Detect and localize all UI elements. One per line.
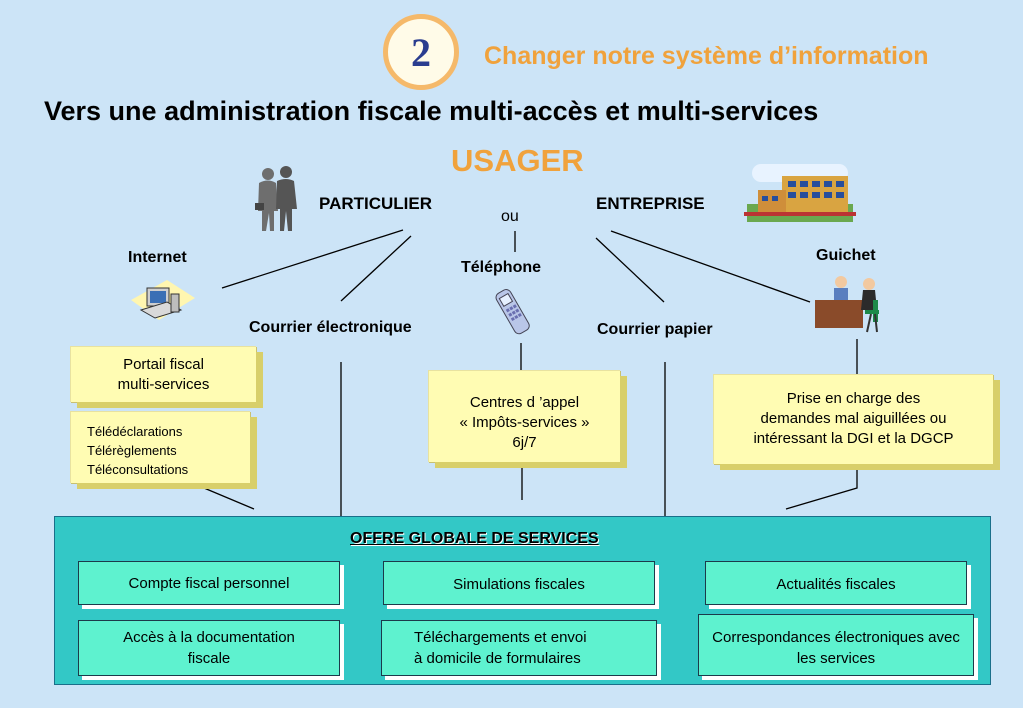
guichet-label: Guichet: [816, 247, 876, 264]
centres-appel-box: Centres d ’appel « Impôts-services » 6j/…: [428, 370, 620, 462]
portail-fiscal-box: Portail fiscal multi-services: [70, 346, 256, 402]
service-telechargements: Téléchargements et envoi à domicile de f…: [381, 620, 657, 676]
prise-line-1: Prise en charge des: [786, 390, 921, 407]
prise-en-charge-box: Prise en charge des demandes mal aiguill…: [713, 374, 993, 464]
office-building-icon: [744, 164, 856, 222]
line-entreprise-courrier: [595, 237, 665, 303]
service-label: fiscale: [187, 650, 231, 667]
business-people-icon: [255, 166, 297, 231]
teleservice-item: Téléconsultations: [87, 462, 189, 477]
step-number: 2: [411, 29, 431, 75]
mobile-phone-icon: [495, 289, 530, 335]
offre-globale-title: OFFRE GLOBALE DE SERVICES: [350, 530, 599, 547]
telephone-label: Téléphone: [461, 259, 542, 276]
service-compte-fiscal: Compte fiscal personnel: [78, 561, 340, 605]
portail-line-2: multi-services: [117, 376, 210, 393]
service-simulations: Simulations fiscales: [383, 561, 655, 605]
service-label: Compte fiscal personnel: [128, 574, 290, 592]
courrier-papier-label: Courrier papier: [597, 321, 713, 338]
service-label: Accès à la documentation: [123, 629, 295, 646]
courrier-electronique-label: Courrier électronique: [249, 319, 412, 336]
teleservice-item: Télédéclarations: [87, 424, 183, 439]
centres-line-1: Centres d ’appel: [469, 394, 580, 411]
internet-label: Internet: [128, 249, 187, 266]
service-actualites: Actualités fiscales: [705, 561, 967, 605]
particulier-label: PARTICULIER: [319, 194, 433, 213]
service-label: les services: [796, 650, 876, 667]
teleservice-item: Télérèglements: [87, 443, 177, 458]
line-particulier-internet: [221, 229, 404, 289]
computer-icon: [131, 280, 195, 320]
service-label: Téléchargements et envoi: [414, 629, 587, 646]
service-correspondances: Correspondances électroniques avec les s…: [698, 614, 974, 676]
centres-line-3: 6j/7: [512, 434, 537, 451]
line-particulier-courriel: [340, 235, 412, 302]
teleservices-box: Télédéclarations Télérèglements Télécons…: [70, 411, 250, 483]
header-title: Changer notre système d’information: [484, 42, 929, 70]
service-acces-documentation: Accès à la documentation fiscale: [78, 620, 340, 676]
centres-line-2: « Impôts-services »: [459, 414, 590, 431]
portail-line-1: Portail fiscal: [123, 356, 204, 373]
service-label: Simulations fiscales: [453, 576, 585, 593]
line-prise-offer: [785, 466, 858, 510]
entreprise-label: ENTREPRISE: [596, 194, 705, 213]
usager-label: USAGER: [451, 143, 584, 178]
service-desk-icon: [815, 276, 879, 333]
service-label: Correspondances électroniques avec: [712, 629, 960, 646]
service-label: Actualités fiscales: [776, 576, 896, 593]
service-label: à domicile de formulaires: [414, 650, 581, 667]
line-teleservices-offer: [203, 487, 255, 510]
prise-line-2: demandes mal aiguillées ou: [760, 410, 947, 427]
ou-label: ou: [501, 208, 519, 225]
step-badge: 2: [383, 14, 459, 90]
line-entreprise-guichet: [610, 230, 811, 303]
prise-line-3: intéressant la DGI et la DGCP: [753, 430, 954, 447]
page-subtitle: Vers une administration fiscale multi-ac…: [44, 96, 819, 126]
